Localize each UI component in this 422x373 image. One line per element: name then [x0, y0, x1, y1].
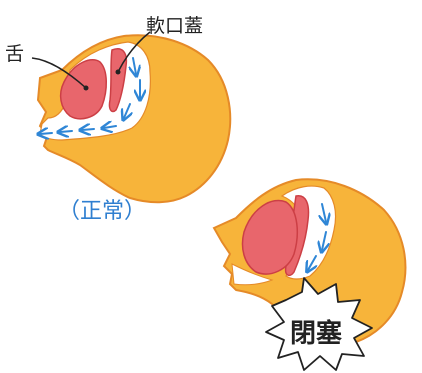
normal-airflow-arrows: [40, 57, 140, 134]
arrow-icon: [60, 131, 73, 132]
starburst-shape: [265, 277, 373, 371]
arrow-icon: [322, 231, 326, 250]
arrow-icon: [124, 103, 130, 118]
tongue-leader-line: [31, 57, 87, 89]
arrow-icon: [133, 57, 136, 74]
soft-palate-label: 軟口蓋: [146, 15, 203, 37]
normal-caption: （正常）: [58, 199, 146, 224]
obstructed-tongue: [241, 199, 299, 275]
arrow-icon: [82, 129, 95, 130]
normal-tongue: [59, 59, 107, 120]
palate-leader-dot: [115, 69, 121, 75]
normal-airway-figure: [31, 31, 232, 204]
arrow-icon: [308, 255, 316, 270]
obstruction-caption: 閉塞: [290, 318, 342, 349]
obstructed-mouth-gap: [231, 263, 274, 286]
arrow-icon: [40, 133, 53, 134]
arrow-icon: [104, 126, 117, 128]
arrow-icon: [322, 203, 326, 222]
obstruction-callout: 閉塞: [265, 277, 373, 371]
tongue-label: 舌: [5, 43, 24, 65]
palate-leader-line: [117, 31, 151, 73]
obstructed-airflow-arrows: [308, 203, 326, 270]
tongue-leader-dot: [83, 85, 89, 91]
